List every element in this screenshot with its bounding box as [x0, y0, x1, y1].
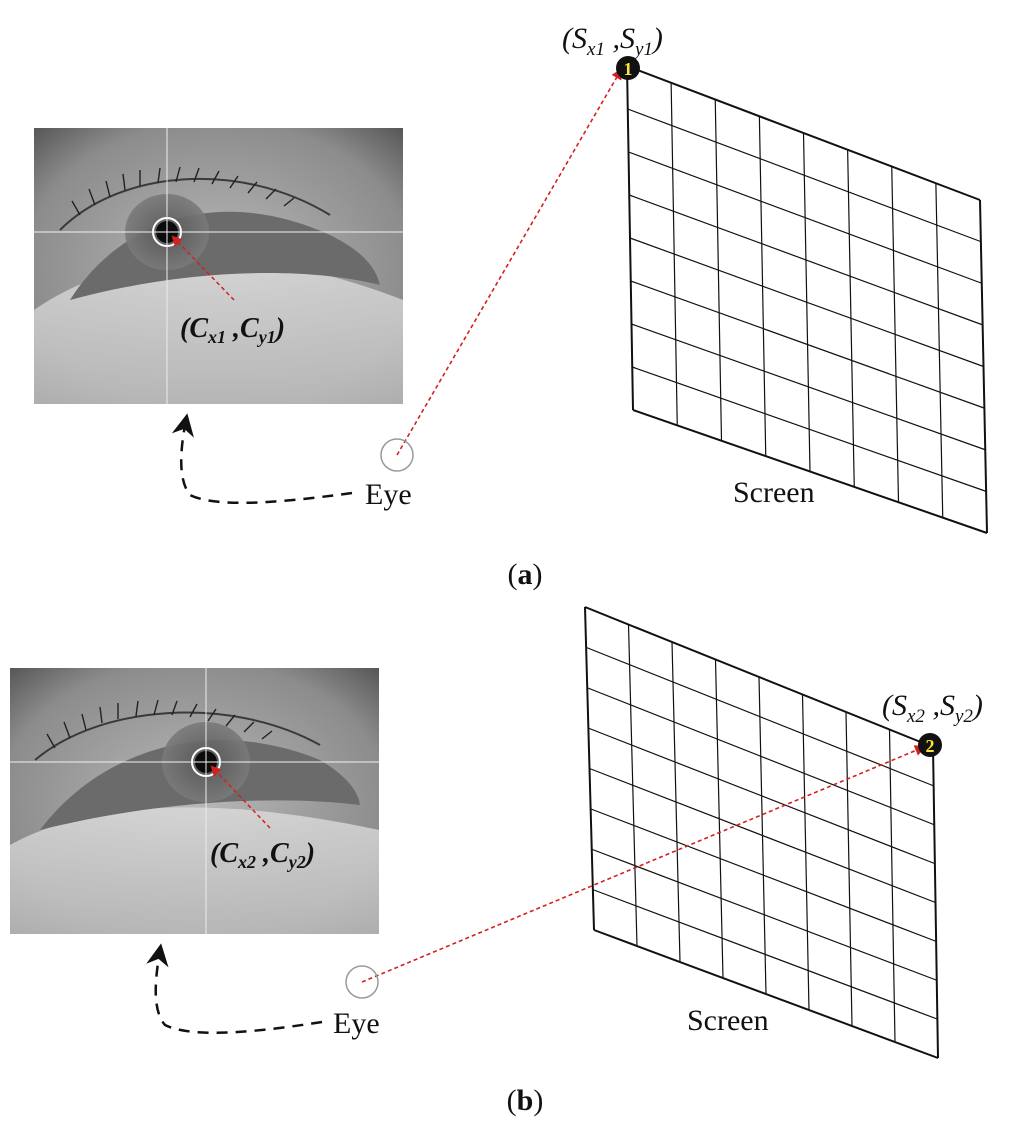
screen-grid-line — [590, 808, 937, 942]
screen-grid-line — [592, 889, 938, 1020]
screen-grid-line — [629, 237, 984, 368]
panel-b: (Cx2 ,Cy2) 2 (Sx2 ,Sy2) Eye Screen (b) — [10, 606, 983, 1117]
screen-grid-b — [584, 606, 939, 1059]
pupil-coordinate-label-a: (Cx1 ,Cy1) — [180, 313, 285, 347]
eye-label-a: Eye — [365, 478, 412, 511]
screen-coordinate-label-a: (Sx1 ,Sy1) — [562, 22, 663, 60]
svg-text:1: 1 — [624, 59, 633, 79]
screen-coordinate-label-b: (Sx2 ,Sy2) — [882, 689, 983, 727]
gaze-line-a — [396, 68, 623, 456]
screen-grid-line — [593, 929, 939, 1059]
screen-grid-line — [585, 646, 934, 787]
screen-grid-line — [632, 409, 988, 534]
screen-grid-a — [626, 65, 988, 534]
svg-text:2: 2 — [926, 736, 935, 756]
pupil-vector-line-a — [171, 235, 235, 301]
gaze-line-b — [361, 745, 927, 983]
screen-grid-line — [588, 727, 936, 865]
calibration-marker-a: 1 — [616, 56, 640, 80]
pupil-coordinate-label-b: (Cx2 ,Cy2) — [210, 838, 315, 872]
screen-grid-line — [631, 323, 986, 451]
eye-position-circle-b — [345, 965, 379, 999]
screen-grid-line — [630, 280, 985, 409]
panel-a: (Cx1 ,Cy1) 1 (Sx1 ,Sy1) Eye Screen (a) — [34, 22, 988, 591]
feedback-arrow-b — [146, 943, 323, 1034]
screen-grid-line — [632, 366, 987, 492]
panel-caption-b: (b) — [507, 1084, 544, 1117]
screen-label-a: Screen — [733, 476, 815, 509]
screen-grid-line — [589, 767, 936, 904]
eye-camera-image — [10, 668, 379, 934]
screen-grid-line — [627, 108, 982, 243]
screen-grid-line — [587, 687, 935, 826]
eye-position-circle-a — [380, 438, 414, 472]
feedback-arrow-a — [171, 413, 353, 505]
eye-camera-image — [34, 128, 403, 404]
eye-label-b: Eye — [333, 1007, 380, 1040]
screen-grid-line — [628, 151, 982, 284]
screen-grid-line — [626, 65, 981, 201]
screen-grid-line — [591, 848, 937, 981]
calibration-marker-b: 2 — [918, 733, 942, 757]
screen-grid-line — [584, 606, 934, 748]
pupil-vector-line-b — [210, 765, 271, 829]
panel-caption-a: (a) — [508, 558, 543, 591]
screen-grid-line — [629, 194, 983, 326]
screen-label-b: Screen — [687, 1004, 769, 1037]
